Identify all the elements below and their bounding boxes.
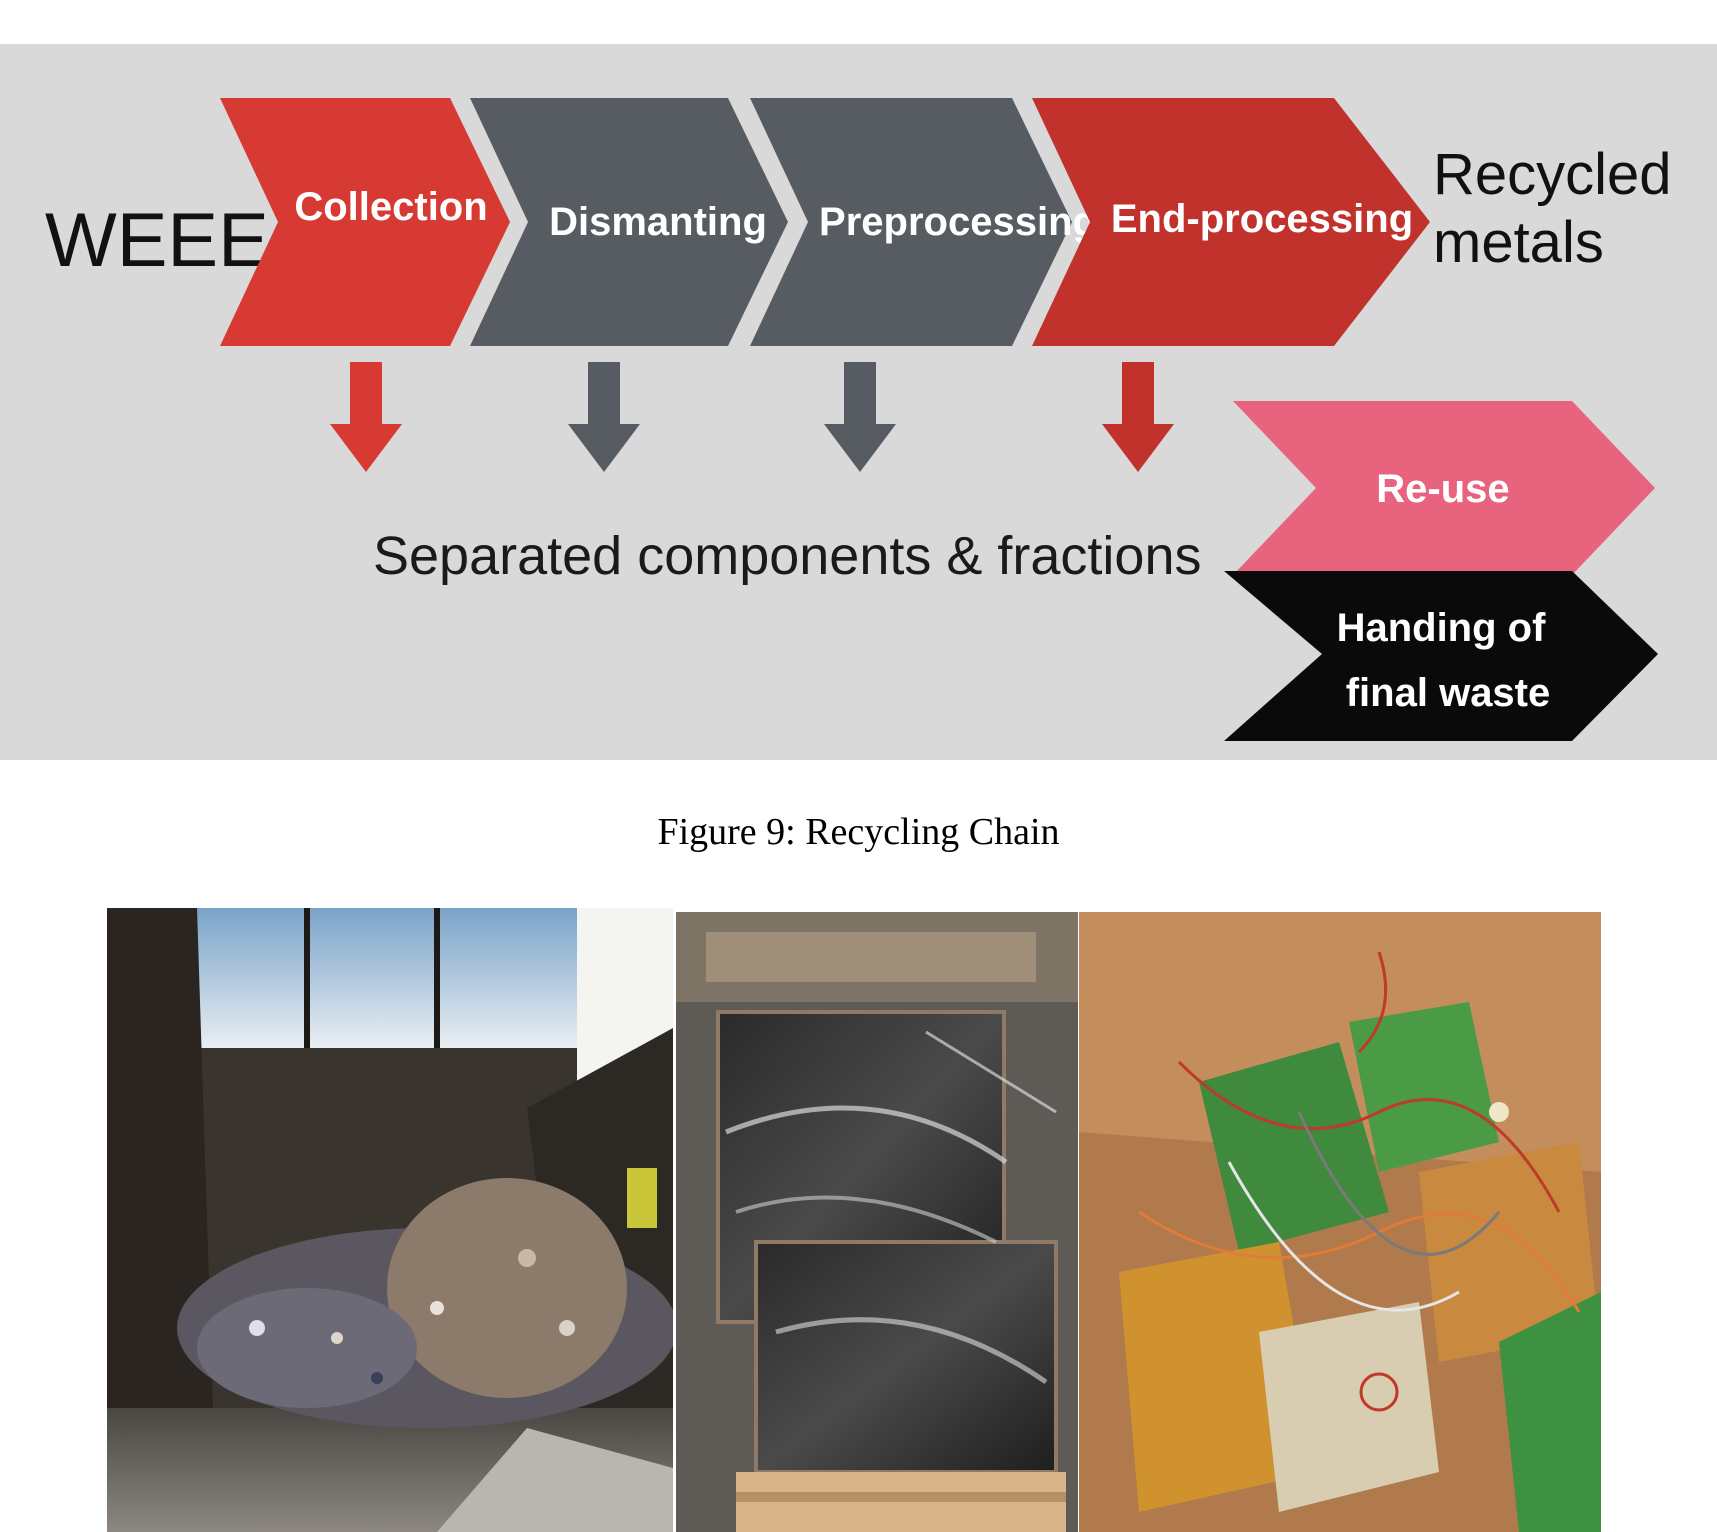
stage-collection-chevron: [220, 98, 510, 346]
reuse-label: Re-use: [1376, 467, 1509, 511]
collection-down-arrow: [330, 362, 402, 472]
weee-label: WEEE: [45, 198, 269, 283]
reuse-chevron: [1233, 401, 1655, 575]
stage-end-processing-chevron: [1032, 98, 1430, 346]
final-waste-line2-label: final waste: [1346, 671, 1551, 715]
stage-collection-label: Collection: [294, 185, 487, 229]
output-recycled-label: Recycled: [1433, 142, 1672, 207]
figure-caption: Figure 9: Recycling Chain: [657, 811, 1060, 853]
stage-dismanting-label: Dismanting: [549, 200, 767, 244]
photo-circuit-boards-box: [1079, 912, 1601, 1532]
separated-components-label: Separated components & fractions: [373, 526, 1201, 586]
final-waste-line1-label: Handing of: [1337, 606, 1547, 650]
preprocessing-down-arrow: [824, 362, 896, 472]
stage-dismanting-chevron: [470, 98, 788, 346]
stage-end-processing-label: End-processing: [1111, 197, 1413, 241]
recycling-chain-diagram: WEEE Collection Dismanting Preprocessing…: [45, 98, 1672, 741]
stage-preprocessing-label: Preprocessing: [819, 200, 1097, 244]
dismanting-down-arrow: [568, 362, 640, 472]
photo-warehouse-ewaste-pile: [107, 908, 673, 1532]
final-waste-chevron: [1224, 571, 1658, 741]
output-metals-label: metals: [1433, 210, 1604, 275]
stage-preprocessing-chevron: [750, 98, 1072, 346]
end-processing-down-arrow: [1102, 362, 1174, 472]
photo-wrapped-monitors-pallet: [676, 912, 1078, 1532]
